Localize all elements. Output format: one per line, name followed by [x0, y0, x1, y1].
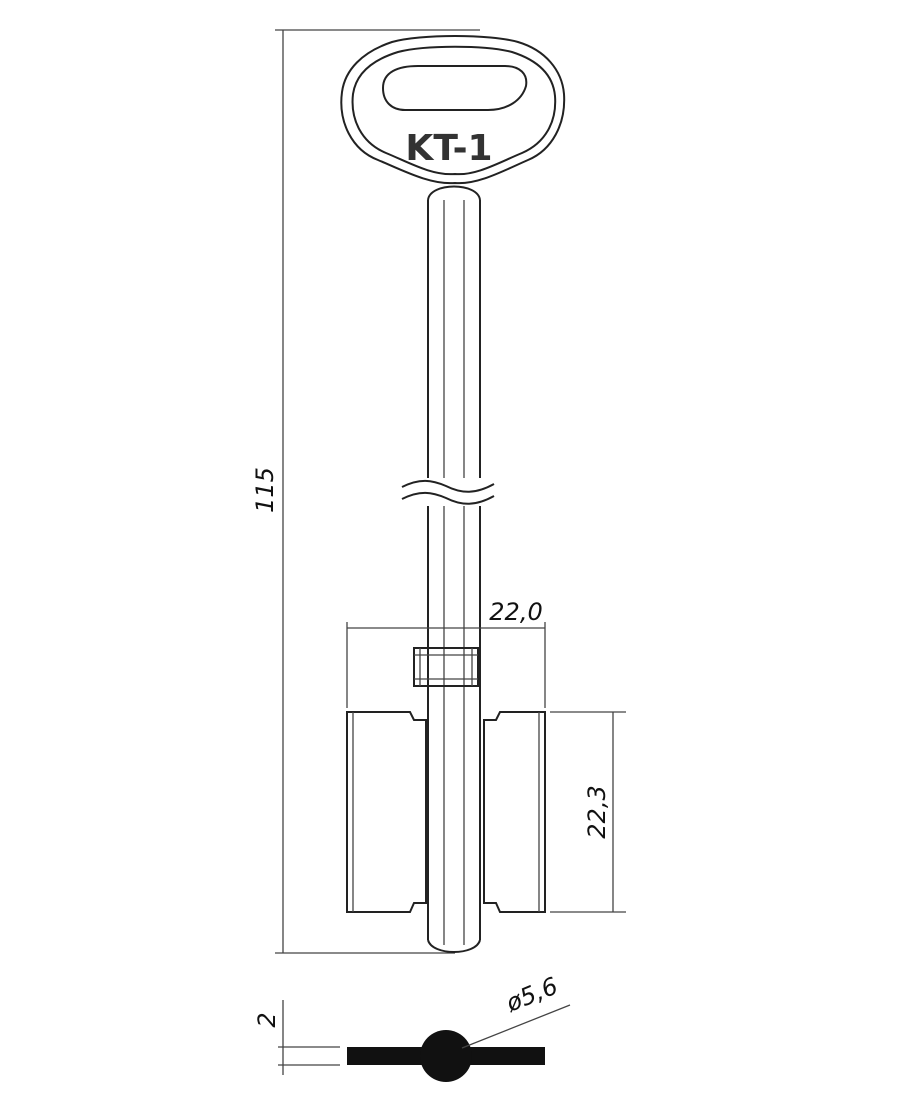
bit-height-dimension: 22,3 [550, 711, 626, 913]
key-bow: KT-1 [340, 35, 566, 185]
break-symbol [401, 479, 495, 493]
bit-width-dimension: 22,0 [346, 598, 546, 708]
key-bit [346, 711, 546, 913]
bit-height-label: 22,3 [583, 785, 611, 838]
bit-width-label: 22,0 [489, 598, 542, 626]
bow-hole [381, 65, 528, 111]
thickness-label: 2 [253, 1012, 281, 1027]
model-label: KT-1 [405, 128, 492, 169]
overall-length-dimension: 115 [251, 29, 480, 954]
key-shank [400, 185, 500, 953]
shank-collar [413, 647, 479, 687]
shank-diameter-label: ø5,6 [501, 972, 561, 1018]
cross-section: 2 ø5,6 [253, 972, 571, 1082]
overall-length-label: 115 [251, 467, 279, 513]
